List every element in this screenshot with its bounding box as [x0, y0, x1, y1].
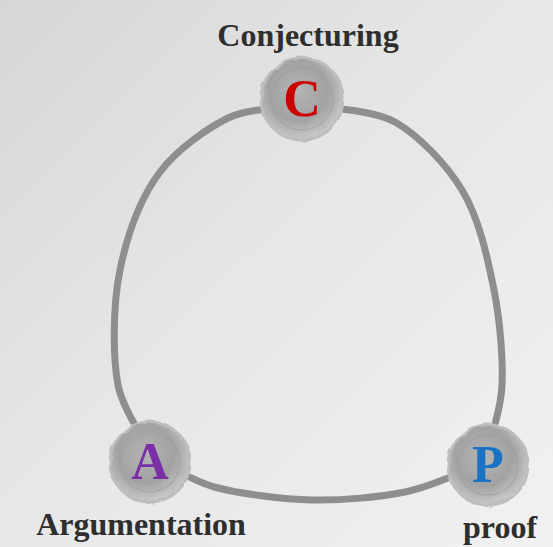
node-letter: A — [108, 420, 192, 504]
node-heading: Argumentation — [36, 508, 246, 540]
concept-circle: Pproof — [446, 423, 530, 507]
node-letter: C — [259, 56, 345, 142]
node-heading: proof — [463, 511, 537, 543]
concept-circle: AArgumentation — [108, 420, 192, 504]
ring-arc — [114, 110, 259, 422]
ring-arc — [190, 477, 447, 500]
node-heading: Conjecturing — [217, 19, 398, 51]
concept-circle: ConjecturingC — [259, 56, 345, 142]
node-letter: P — [446, 423, 530, 507]
ring-arc — [345, 110, 503, 423]
